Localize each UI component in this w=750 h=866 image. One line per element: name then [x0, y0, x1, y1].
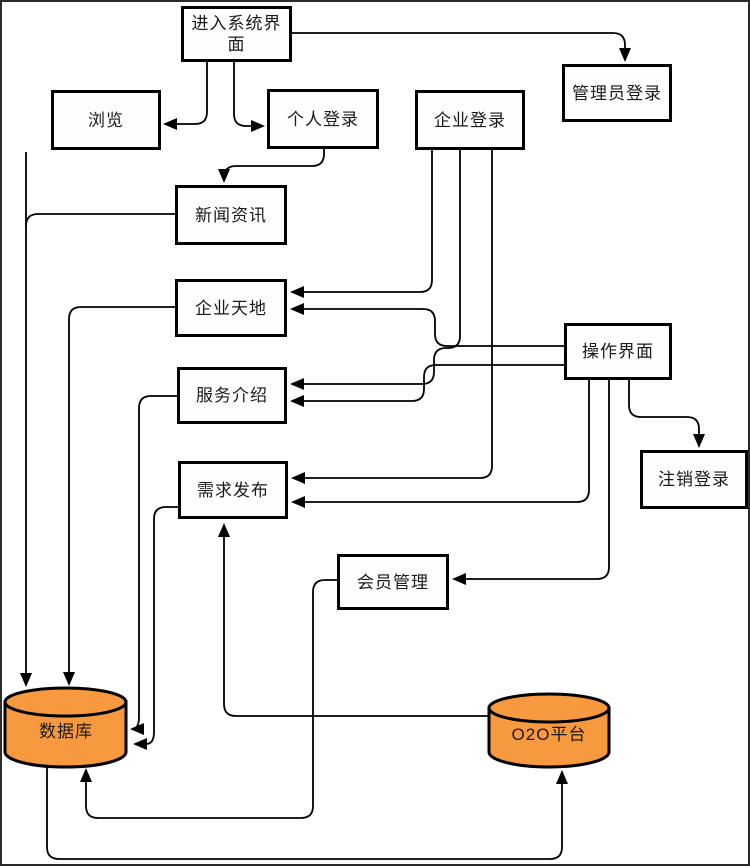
edge-enterprise-login-to-enterprise-world	[290, 150, 433, 298]
edge-database-to-o2o	[46, 765, 568, 860]
o2o-cylinder-top	[487, 692, 611, 724]
database-cylinder[interactable]	[3, 686, 128, 769]
edge-demand-publish-to-database	[133, 506, 178, 750]
edge-operation-to-enterprise-world	[290, 303, 564, 347]
edge-enter-to-personal-login	[233, 62, 265, 132]
node-operation-ui[interactable]: 操作界面	[564, 323, 672, 380]
o2o-cylinder[interactable]	[487, 692, 611, 769]
node-browse[interactable]: 浏览	[51, 90, 161, 150]
database-cylinder-label: 数据库	[39, 721, 93, 741]
node-member-mgmt[interactable]: 会员管理	[337, 554, 449, 610]
edge-service-intro-to-database	[130, 395, 177, 735]
node-admin-login[interactable]: 管理员登录	[562, 64, 672, 122]
o2o-cylinder-body	[487, 706, 611, 769]
node-enterprise-login[interactable]: 企业登录	[415, 90, 525, 150]
edge-operation-to-demand-publish	[291, 380, 590, 508]
edge-member-mgmt-to-database	[80, 579, 337, 819]
edge-enterprise-world-to-database	[63, 306, 175, 686]
node-personal-login[interactable]: 个人登录	[267, 89, 379, 149]
edge-operation-to-logout	[628, 380, 705, 448]
node-logout[interactable]: 注销登录	[640, 450, 748, 509]
edge-personal-login-to-news	[218, 148, 325, 183]
edge-enterprise-login-to-service-intro	[290, 150, 461, 390]
edge-operation-to-member-mgmt	[452, 380, 610, 585]
database-cylinder-top	[3, 686, 128, 718]
database-cylinder-body	[3, 700, 128, 769]
edge-news-to-database-rail	[25, 213, 175, 227]
node-news[interactable]: 新闻资讯	[175, 185, 287, 245]
edge-o2o-to-demand-publish	[218, 523, 489, 717]
node-enterprise-world[interactable]: 企业天地	[175, 279, 287, 337]
edge-operation-to-service-intro	[290, 364, 564, 407]
node-demand-publish[interactable]: 需求发布	[178, 461, 288, 519]
edge-enter-to-admin-login	[292, 32, 631, 62]
node-enter-system[interactable]: 进入系统界面	[181, 6, 292, 62]
edge-enterprise-login-to-demand-publish	[291, 150, 493, 484]
o2o-cylinder-label: O2O平台	[511, 724, 587, 744]
node-service-intro[interactable]: 服务介绍	[177, 367, 287, 424]
edge-enter-to-browse	[163, 62, 208, 130]
